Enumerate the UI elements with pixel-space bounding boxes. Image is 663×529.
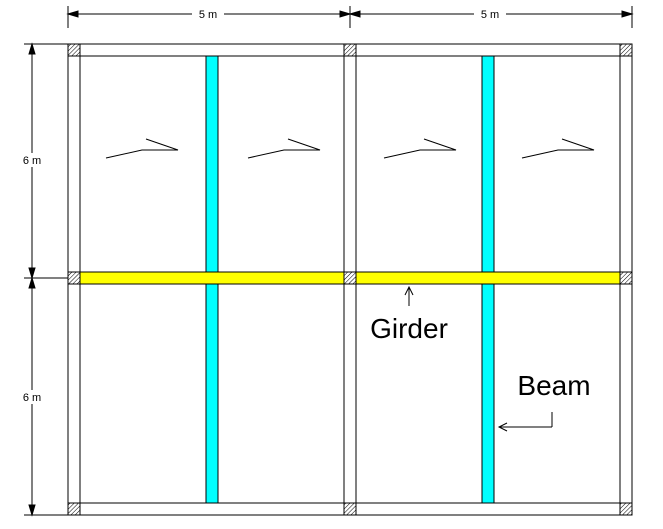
column-icon bbox=[619, 43, 633, 57]
beam-label: Beam bbox=[517, 370, 590, 401]
girder-callout bbox=[404, 285, 414, 306]
column-icon bbox=[67, 43, 81, 57]
slab-span-arrow-icon bbox=[105, 138, 179, 159]
dimension-label-left-upper: 6 m bbox=[23, 155, 41, 167]
column-icon bbox=[343, 271, 357, 285]
column-icon bbox=[619, 271, 633, 285]
slab-span-arrow-icon bbox=[383, 138, 457, 159]
column-icon bbox=[67, 271, 81, 285]
dimension-label-top-left: 5 m bbox=[199, 9, 217, 21]
dimension-label-left-lower: 6 m bbox=[23, 392, 41, 404]
top-dimension bbox=[66, 6, 634, 28]
slab-span-arrow-icon bbox=[247, 138, 321, 159]
column-icon bbox=[67, 502, 81, 516]
column-icon bbox=[619, 502, 633, 516]
column-icon bbox=[343, 502, 357, 516]
girder-label: Girder bbox=[370, 313, 448, 344]
beam-callout bbox=[497, 412, 553, 432]
column-icon bbox=[343, 43, 357, 57]
columns bbox=[67, 43, 633, 516]
slab-span-symbols bbox=[105, 138, 595, 159]
dimension-label-top-right: 5 m bbox=[481, 9, 499, 21]
left-dimension bbox=[24, 42, 68, 517]
girder-left bbox=[79, 271, 345, 285]
girder-right bbox=[355, 271, 621, 285]
slab-span-arrow-icon bbox=[521, 138, 595, 159]
